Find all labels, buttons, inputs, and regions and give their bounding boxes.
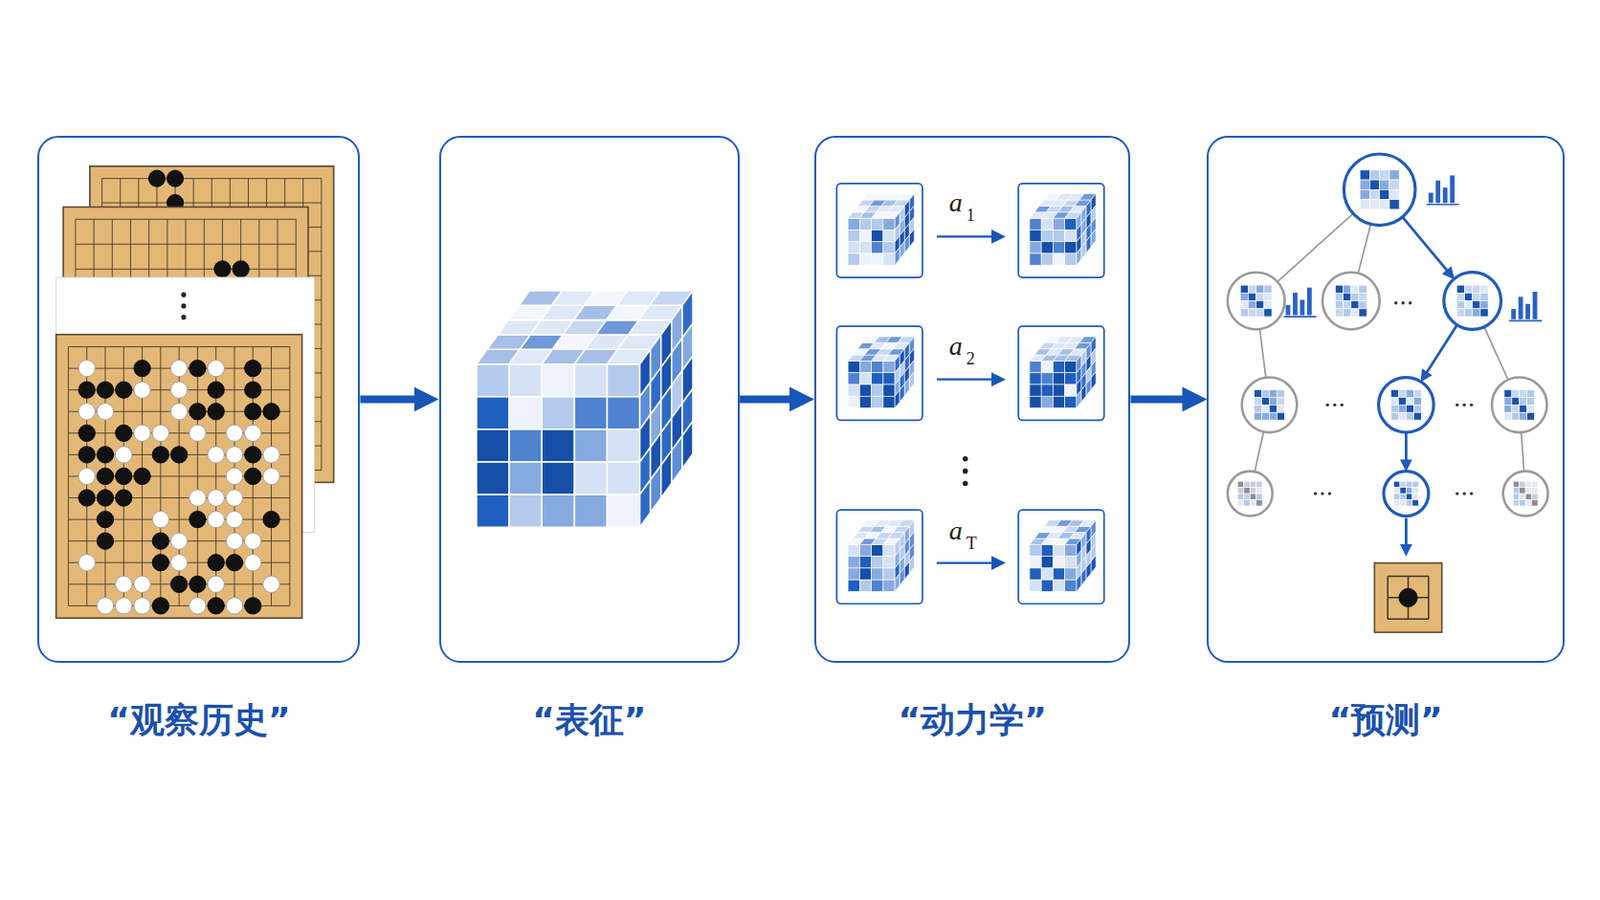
flow-arrow — [1130, 395, 1195, 403]
panel-caption: “预测” — [1328, 699, 1443, 742]
action-symbol: a — [949, 517, 963, 545]
action-subscript: T — [966, 534, 978, 553]
action-symbol: a — [949, 189, 963, 217]
action-subscript: 2 — [966, 350, 976, 368]
panel-box: “预测” — [1206, 135, 1564, 664]
action-symbol: a — [949, 333, 963, 360]
flow-arrow — [359, 395, 426, 403]
panel-caption: “动力学” — [898, 699, 1047, 742]
flow-arrow — [739, 395, 802, 403]
panel-box: “观察历史” — [37, 135, 360, 664]
panel-box: “表征” — [439, 135, 741, 664]
action-subscript: 1 — [966, 206, 976, 224]
panel-caption: “观察历史” — [107, 699, 290, 742]
panel-caption: “表征” — [532, 699, 646, 742]
